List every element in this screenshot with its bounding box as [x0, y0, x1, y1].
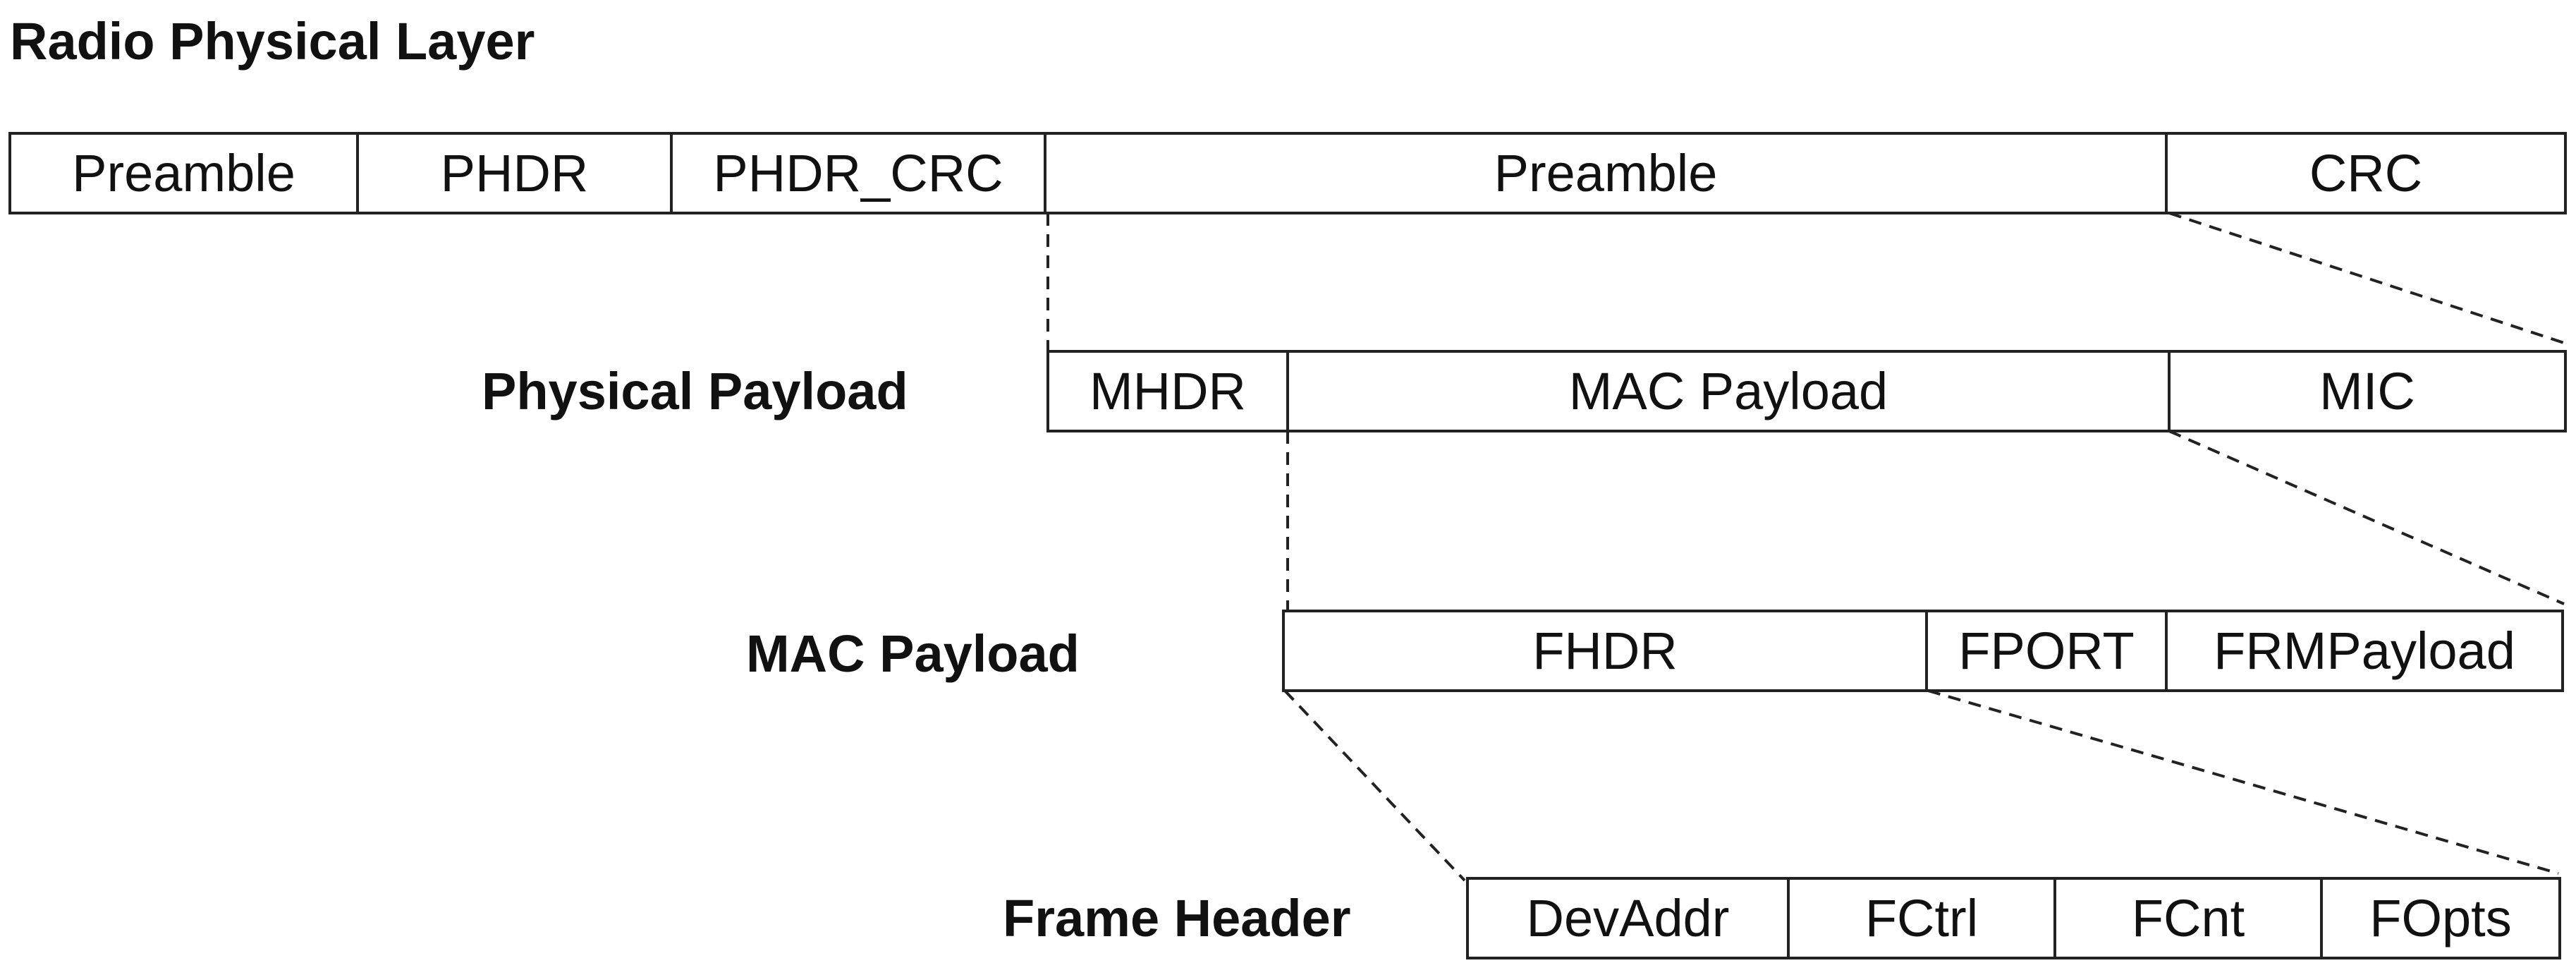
- physical-field-mic: MIC: [2319, 361, 2415, 420]
- radio-field-phdr: PHDR: [359, 135, 673, 212]
- mac-field-fport: FPORT: [1928, 612, 2168, 689]
- mac-payload-row: FHDR FPORT FRMPayload: [1282, 610, 2564, 692]
- radio-field-preamble: Preamble: [11, 135, 359, 212]
- radio-field-crc: CRC: [2309, 143, 2423, 202]
- radio-physical-layer-title: Radio Physical Layer: [10, 12, 535, 71]
- frame-header-title: Frame Header: [1003, 889, 1351, 947]
- physical-payload-row: MHDR MAC Payload MIC: [1046, 350, 2567, 432]
- mac-field-fhdr: FHDR: [1285, 612, 1928, 689]
- frame-field-fctrl: FCtrl: [1790, 880, 2056, 957]
- connector-mac-right: [1927, 689, 2559, 875]
- radio-field-physical-payload: Preamble: [1046, 135, 2168, 212]
- physical-field-mac-payload: MAC Payload: [1289, 353, 2171, 430]
- connector-physical-right: [2168, 430, 2565, 605]
- connector-radio-right: [2168, 212, 2565, 344]
- physical-payload-title: Physical Payload: [482, 362, 908, 420]
- frame-field-fcnt: FCnt: [2056, 880, 2323, 957]
- radio-physical-layer-row: Preamble PHDR PHDR_CRC Preamble CRC: [8, 132, 2567, 214]
- frame-field-fopts: FOpts: [2369, 888, 2512, 947]
- frame-header-row: DevAddr FCtrl FCnt FOpts: [1466, 877, 2561, 959]
- physical-field-mhdr: MHDR: [1049, 353, 1289, 430]
- frame-field-devaddr: DevAddr: [1469, 880, 1790, 957]
- connector-mac-left: [1283, 689, 1466, 882]
- mac-payload-title: MAC Payload: [746, 624, 1080, 683]
- radio-field-phdr-crc: PHDR_CRC: [673, 135, 1046, 212]
- mac-field-frmpayload: FRMPayload: [2214, 621, 2515, 680]
